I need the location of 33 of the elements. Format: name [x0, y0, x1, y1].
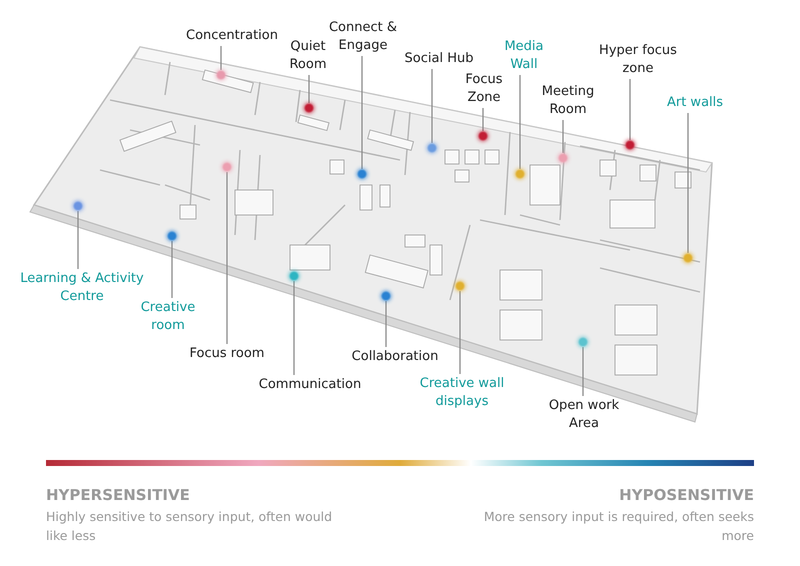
leader-line — [308, 75, 310, 103]
leader-line — [226, 172, 228, 344]
location-dot — [625, 140, 635, 150]
leader-line — [687, 113, 689, 253]
leader-line — [385, 301, 387, 347]
leader-line — [171, 241, 173, 298]
leader-line — [431, 69, 433, 143]
area-label: Open work Area — [539, 397, 629, 433]
leader-line — [459, 291, 461, 374]
leader-line — [562, 120, 564, 153]
area-label: Social Hub — [394, 50, 484, 68]
area-label: Focus room — [182, 345, 272, 363]
leader-line — [293, 281, 295, 375]
leader-line — [220, 46, 222, 70]
area-label: Focus Zone — [459, 71, 509, 107]
leader-line — [77, 211, 79, 269]
area-label: Art walls — [655, 94, 735, 112]
area-label: Creative wall displays — [402, 375, 522, 411]
legend-description: Highly sensitive to sensory input, often would like less — [46, 508, 334, 545]
area-label: Collaboration — [340, 348, 450, 366]
leader-line — [582, 347, 584, 396]
area-label: Media Wall — [494, 38, 554, 74]
legend-heading: HYPERSENSITIVE — [46, 486, 190, 505]
leader-line — [519, 75, 521, 169]
leader-line — [482, 108, 484, 131]
area-label: Meeting Room — [533, 83, 603, 119]
legend-description: More sensory input is required, often seeks more — [482, 508, 754, 545]
legend-heading: HYPOSENSITIVE — [619, 486, 754, 505]
area-label: Hyper focus zone — [588, 42, 688, 78]
leader-line — [361, 56, 363, 169]
area-label: Creative room — [128, 299, 208, 335]
area-label: Communication — [250, 376, 370, 394]
leader-line — [629, 79, 631, 140]
